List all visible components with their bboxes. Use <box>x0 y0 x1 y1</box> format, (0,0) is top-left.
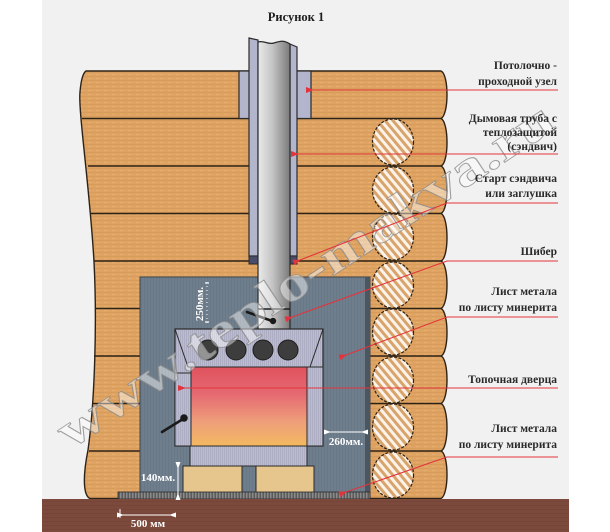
log-ends <box>371 118 415 499</box>
leader-wall-metal-sheet <box>338 316 558 361</box>
callout-text: Лист метала <box>491 423 557 435</box>
callout-text: проходной узел <box>478 76 557 88</box>
door-handle-knob <box>180 414 188 422</box>
dimension-floor-sheet-label: 500 мм <box>131 518 166 530</box>
callout-damper: Шибер <box>521 246 557 258</box>
firebox-fire-window <box>190 366 308 447</box>
callout-text: по листу минерита <box>459 302 558 314</box>
callout-chimney-sandwich: Дымовая труба с теплозащитой (сэндвич) <box>469 113 558 153</box>
door-handle <box>160 417 185 434</box>
floor-metal-sheet <box>117 491 371 500</box>
log-end-section <box>371 213 415 261</box>
dimension-floor-sheet: 500 мм <box>117 509 176 530</box>
log-end-section <box>371 118 415 166</box>
leader-damper <box>284 260 558 323</box>
floor <box>42 499 569 532</box>
leader-floor-metal-sheet <box>338 456 558 498</box>
log-end-section <box>371 166 415 214</box>
leader-lines <box>178 87 558 498</box>
callout-text: Старт сэндвича <box>475 173 557 185</box>
stove-side-panel <box>306 366 324 447</box>
chimney-pipe <box>257 40 291 331</box>
dimension-pipe-clearance-label: 250мм. <box>194 287 206 321</box>
callout-text: Дымовая труба с <box>469 113 557 125</box>
dimension-base-height-label: 140мм. <box>141 472 175 484</box>
dimension-wall-clearance: 260мм. <box>324 429 368 448</box>
callout-firebox-door: Топочная дверца <box>468 374 557 386</box>
callout-text: (сэндвич) <box>507 141 557 153</box>
callout-floor-metal-sheet: Лист метала по листу минерита <box>459 423 558 451</box>
stove-burner <box>277 339 299 361</box>
dimension-base-height: 140мм. <box>141 462 181 500</box>
callout-text: Шибер <box>521 246 557 258</box>
stove-burner <box>225 339 247 361</box>
figure-title: Рисунок 1 <box>268 10 325 24</box>
log-end-section <box>371 451 415 499</box>
log-end-section <box>371 403 415 451</box>
callout-text: Топочная дверца <box>468 374 557 386</box>
brick-support <box>255 465 315 494</box>
callout-text: Лист метала <box>491 286 557 298</box>
log-end-section <box>371 308 415 356</box>
damper-handle <box>245 310 274 323</box>
callout-text: Потолочно - <box>494 60 557 72</box>
callout-text: или заглушка <box>485 188 557 200</box>
dimension-pipe-clearance: 250мм. <box>194 282 209 323</box>
callout-ceiling-pass-through: Потолочно - проходной узел <box>478 60 557 88</box>
leader-sandwich-start <box>292 202 558 266</box>
ash-pan <box>189 445 308 467</box>
callout-sandwich-start: Старт сэндвича или заглушка <box>475 173 557 200</box>
stove-burner <box>197 339 219 361</box>
callout-text: по листу минерита <box>459 439 558 451</box>
log-end-section <box>371 356 415 404</box>
dimension-wall-clearance-label: 260мм. <box>329 436 363 448</box>
damper-knob <box>269 317 277 325</box>
log-end-section <box>371 261 415 309</box>
brick-support <box>182 465 243 494</box>
callout-wall-metal-sheet: Лист метала по листу минерита <box>459 286 558 314</box>
callout-text: теплозащитой <box>483 127 558 139</box>
stove-burner <box>252 339 274 361</box>
